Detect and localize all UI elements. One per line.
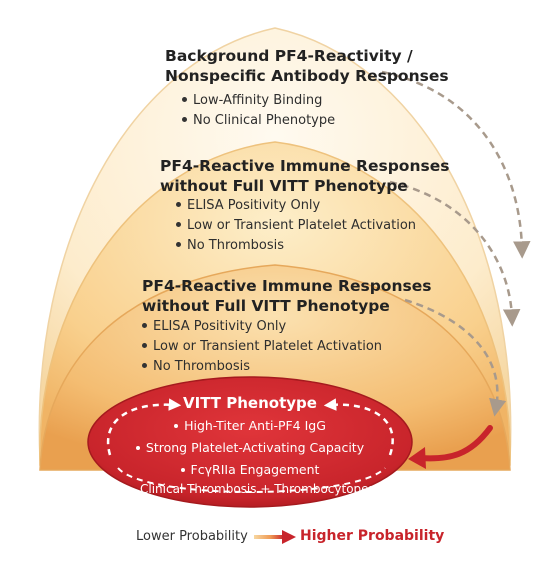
progression-arrow-3 — [404, 298, 507, 417]
progression-arrow-1 — [381, 70, 531, 259]
layer-middle-title-line-2: without Full VITT Phenotype — [160, 177, 408, 195]
legend-high-label: Higher Probability — [300, 528, 445, 544]
layer-middle-item-3: No Thrombosis — [187, 238, 285, 253]
vitt-dashed-loop-left — [106, 398, 182, 456]
vitt-dashed-loop-bottom — [117, 467, 386, 493]
legend-gradient-bar — [254, 535, 284, 539]
vitt-item: FcγRIIa Engagement — [130, 462, 370, 477]
layer-inner-item: No Thrombosis — [142, 358, 250, 376]
legend-arrowhead — [282, 530, 296, 544]
layer-inner-item-3: No Thrombosis — [153, 359, 251, 374]
layer-middle-item: No Thrombosis — [176, 237, 284, 255]
layer-inner-item: ELISA Positivity Only — [142, 318, 286, 336]
progression-arrow-2 — [389, 180, 521, 327]
vitt-item-1: High-Titer Anti-PF4 IgG — [184, 418, 326, 433]
red-entry-arrow — [417, 425, 493, 462]
vitt-footer: Clinical Thrombosis + Thrombocytopenia — [140, 482, 387, 496]
layer-inner-title-line-1: PF4-Reactive Immune Responses — [142, 277, 432, 295]
layer-outer-item: No Clinical Phenotype — [182, 112, 335, 130]
vitt-item: High-Titer Anti-PF4 IgG — [130, 418, 370, 433]
layer-outer-title-line-2: Nonspecific Antibody Responses — [165, 67, 449, 85]
layer-outer-item-2: No Clinical Phenotype — [193, 113, 336, 128]
layer-middle-item-1: ELISA Positivity Only — [187, 198, 321, 213]
red-entry-arrowhead — [408, 447, 426, 469]
layer-inner-item-1: ELISA Positivity Only — [153, 319, 287, 334]
legend-low-label: Lower Probability — [136, 529, 248, 544]
layer-outer-title: Background PF4-Reactivity / Nonspecific … — [165, 46, 449, 86]
layer-inner-title: PF4-Reactive Immune Responses without Fu… — [142, 276, 432, 316]
vitt-item-2: Strong Platelet-Activating Capacity — [145, 440, 365, 455]
vitt-item: Strong Platelet-Activating Capacity — [130, 440, 370, 455]
layer-middle-item: Low or Transient Platelet Activation — [176, 217, 416, 235]
layer-middle-item-2: Low or Transient Platelet Activation — [187, 218, 417, 233]
layer-outer-title-line-1: Background PF4-Reactivity / — [165, 47, 413, 65]
layer-inner-item: Low or Transient Platelet Activation — [142, 338, 382, 356]
vitt-item-3: FcγRIIa Engagement — [190, 462, 320, 477]
layer-inner-item-2: Low or Transient Platelet Activation — [153, 339, 383, 354]
layer-outer-item: Low-Affinity Binding — [182, 92, 322, 110]
layer-inner-title-line-2: without Full VITT Phenotype — [142, 297, 390, 315]
layer-outer-item-1: Low-Affinity Binding — [193, 93, 323, 108]
layer-middle-title-line-1: PF4-Reactive Immune Responses — [160, 157, 450, 175]
layer-middle-item: ELISA Positivity Only — [176, 197, 320, 215]
layer-middle-title: PF4-Reactive Immune Responses without Fu… — [160, 156, 450, 196]
vitt-title: VITT Phenotype — [183, 394, 317, 412]
